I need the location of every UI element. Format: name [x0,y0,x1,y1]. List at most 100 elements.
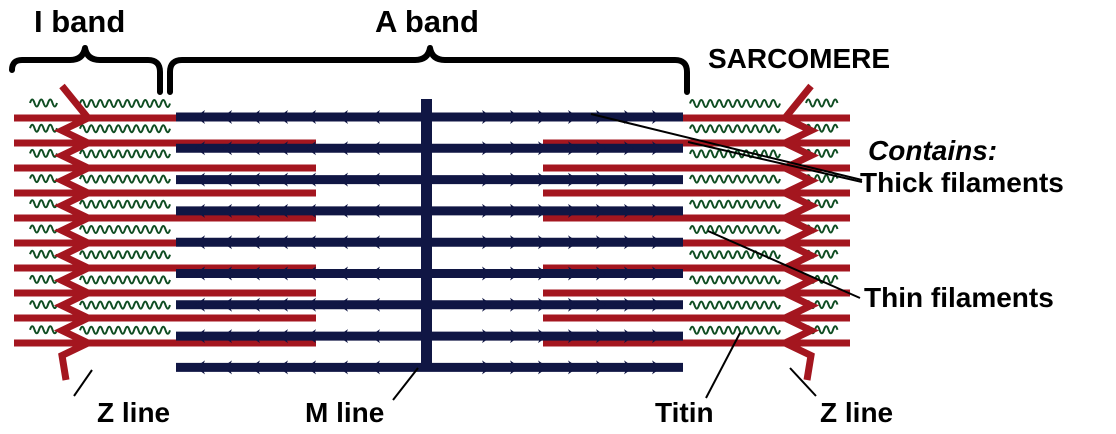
titin-spring-right-inner [689,325,781,335]
myosin-head [338,360,348,375]
myosin-head [538,203,548,218]
titin-spring-left-outer [29,98,58,108]
myosin-head [306,235,316,250]
myosin-head [195,360,205,375]
myosin-head [596,203,606,218]
myosin-head [538,235,548,250]
myosin-head [338,141,348,156]
myosin-head [250,360,260,375]
thin-filaments-layer [14,114,850,347]
myosin-head [250,235,260,250]
titin-spring-right-inner [689,250,781,260]
myosin-head [510,360,520,375]
myosin-head [568,297,578,312]
myosin-head [370,203,380,218]
myosin-head [306,203,316,218]
myosin-head [306,297,316,312]
titin-spring-right-inner [689,225,781,234]
titin-spring-right-outer [805,98,839,108]
thin-filaments-label: Thin filaments [864,282,1054,313]
myosin-head [624,110,634,124]
myosin-head [222,235,232,250]
myosin-head [510,141,520,156]
titin-spring-right-inner [689,174,781,184]
titin-spring-left-outer [29,174,58,184]
myosin-head [370,110,380,124]
titin-leader [705,332,741,399]
myosin-head [306,266,316,281]
titin-spring-left-outer [29,249,58,259]
titin-spring-left-inner [79,275,171,285]
myosin-head [306,141,316,156]
titin-spring-left-outer [29,224,58,234]
titin-spring-right-inner [689,149,781,159]
myosin-head [482,172,492,187]
titin-spring-left-outer [29,274,58,284]
myosin-head [250,203,260,218]
myosin-head [596,141,606,156]
thick-filament-leader-2 [687,141,863,183]
myosin-head [278,235,288,250]
myosin-head [338,110,348,124]
myosin-head [510,203,520,218]
myosin-head [568,203,578,218]
myosin-head [306,110,316,124]
myosin-head [568,141,578,156]
myosin-head [222,203,232,218]
myosin-head [624,141,634,156]
myosin-head [596,360,606,375]
myosin-head [338,297,348,312]
titin-spring-right-inner [689,275,781,285]
myosin-head [652,266,662,281]
myosin-head [278,110,288,124]
titin-spring-left-outer [29,300,58,310]
titin-spring-left-inner [79,300,171,310]
myosin-head [370,235,380,250]
titin-spring-right-inner [689,99,781,108]
myosin-head [250,297,260,312]
myosin-head [538,297,548,312]
titin-spring-left-outer [29,123,58,133]
myosin-head [370,329,380,344]
myosin-head [652,110,662,124]
myosin-head [652,297,662,312]
myosin-head [568,235,578,250]
i-band-label: I band [34,4,125,39]
z-line-right [776,83,820,381]
myosin-head [222,141,232,156]
myosin-head [482,203,492,218]
a-band-bracket [167,45,690,95]
myosin-head [652,141,662,156]
myosin-head [250,141,260,156]
titin-spring-left-inner [79,149,171,159]
z-line-left-leader [73,369,93,397]
myosin-head [652,203,662,218]
thick-filament-leader-1 [590,113,863,181]
myosin-head [538,360,548,375]
myosin-head [482,235,492,250]
myosin-head [338,203,348,218]
titin-spring-left-outer [29,148,58,158]
titin-spring-left-outer [29,325,58,335]
myosin-head [510,297,520,312]
myosin-head [596,235,606,250]
myosin-head [482,266,492,281]
myosin-head [195,172,205,187]
myosin-head [278,172,288,187]
myosin-head [538,141,548,156]
z-line-layer [53,83,820,381]
myosin-head [338,266,348,281]
titin-spring-left-inner [79,225,171,234]
sarcomere-label: SARCOMERE [708,43,890,74]
myosin-head [596,266,606,281]
myosin-head [222,172,232,187]
contains-label: Contains: [868,135,997,166]
myosin-head [624,297,634,312]
myosin-head [538,172,548,187]
myosin-head [596,297,606,312]
myosin-head [624,329,634,344]
myosin-head [652,329,662,344]
myosin-head [624,360,634,375]
myosin-head [306,329,316,344]
